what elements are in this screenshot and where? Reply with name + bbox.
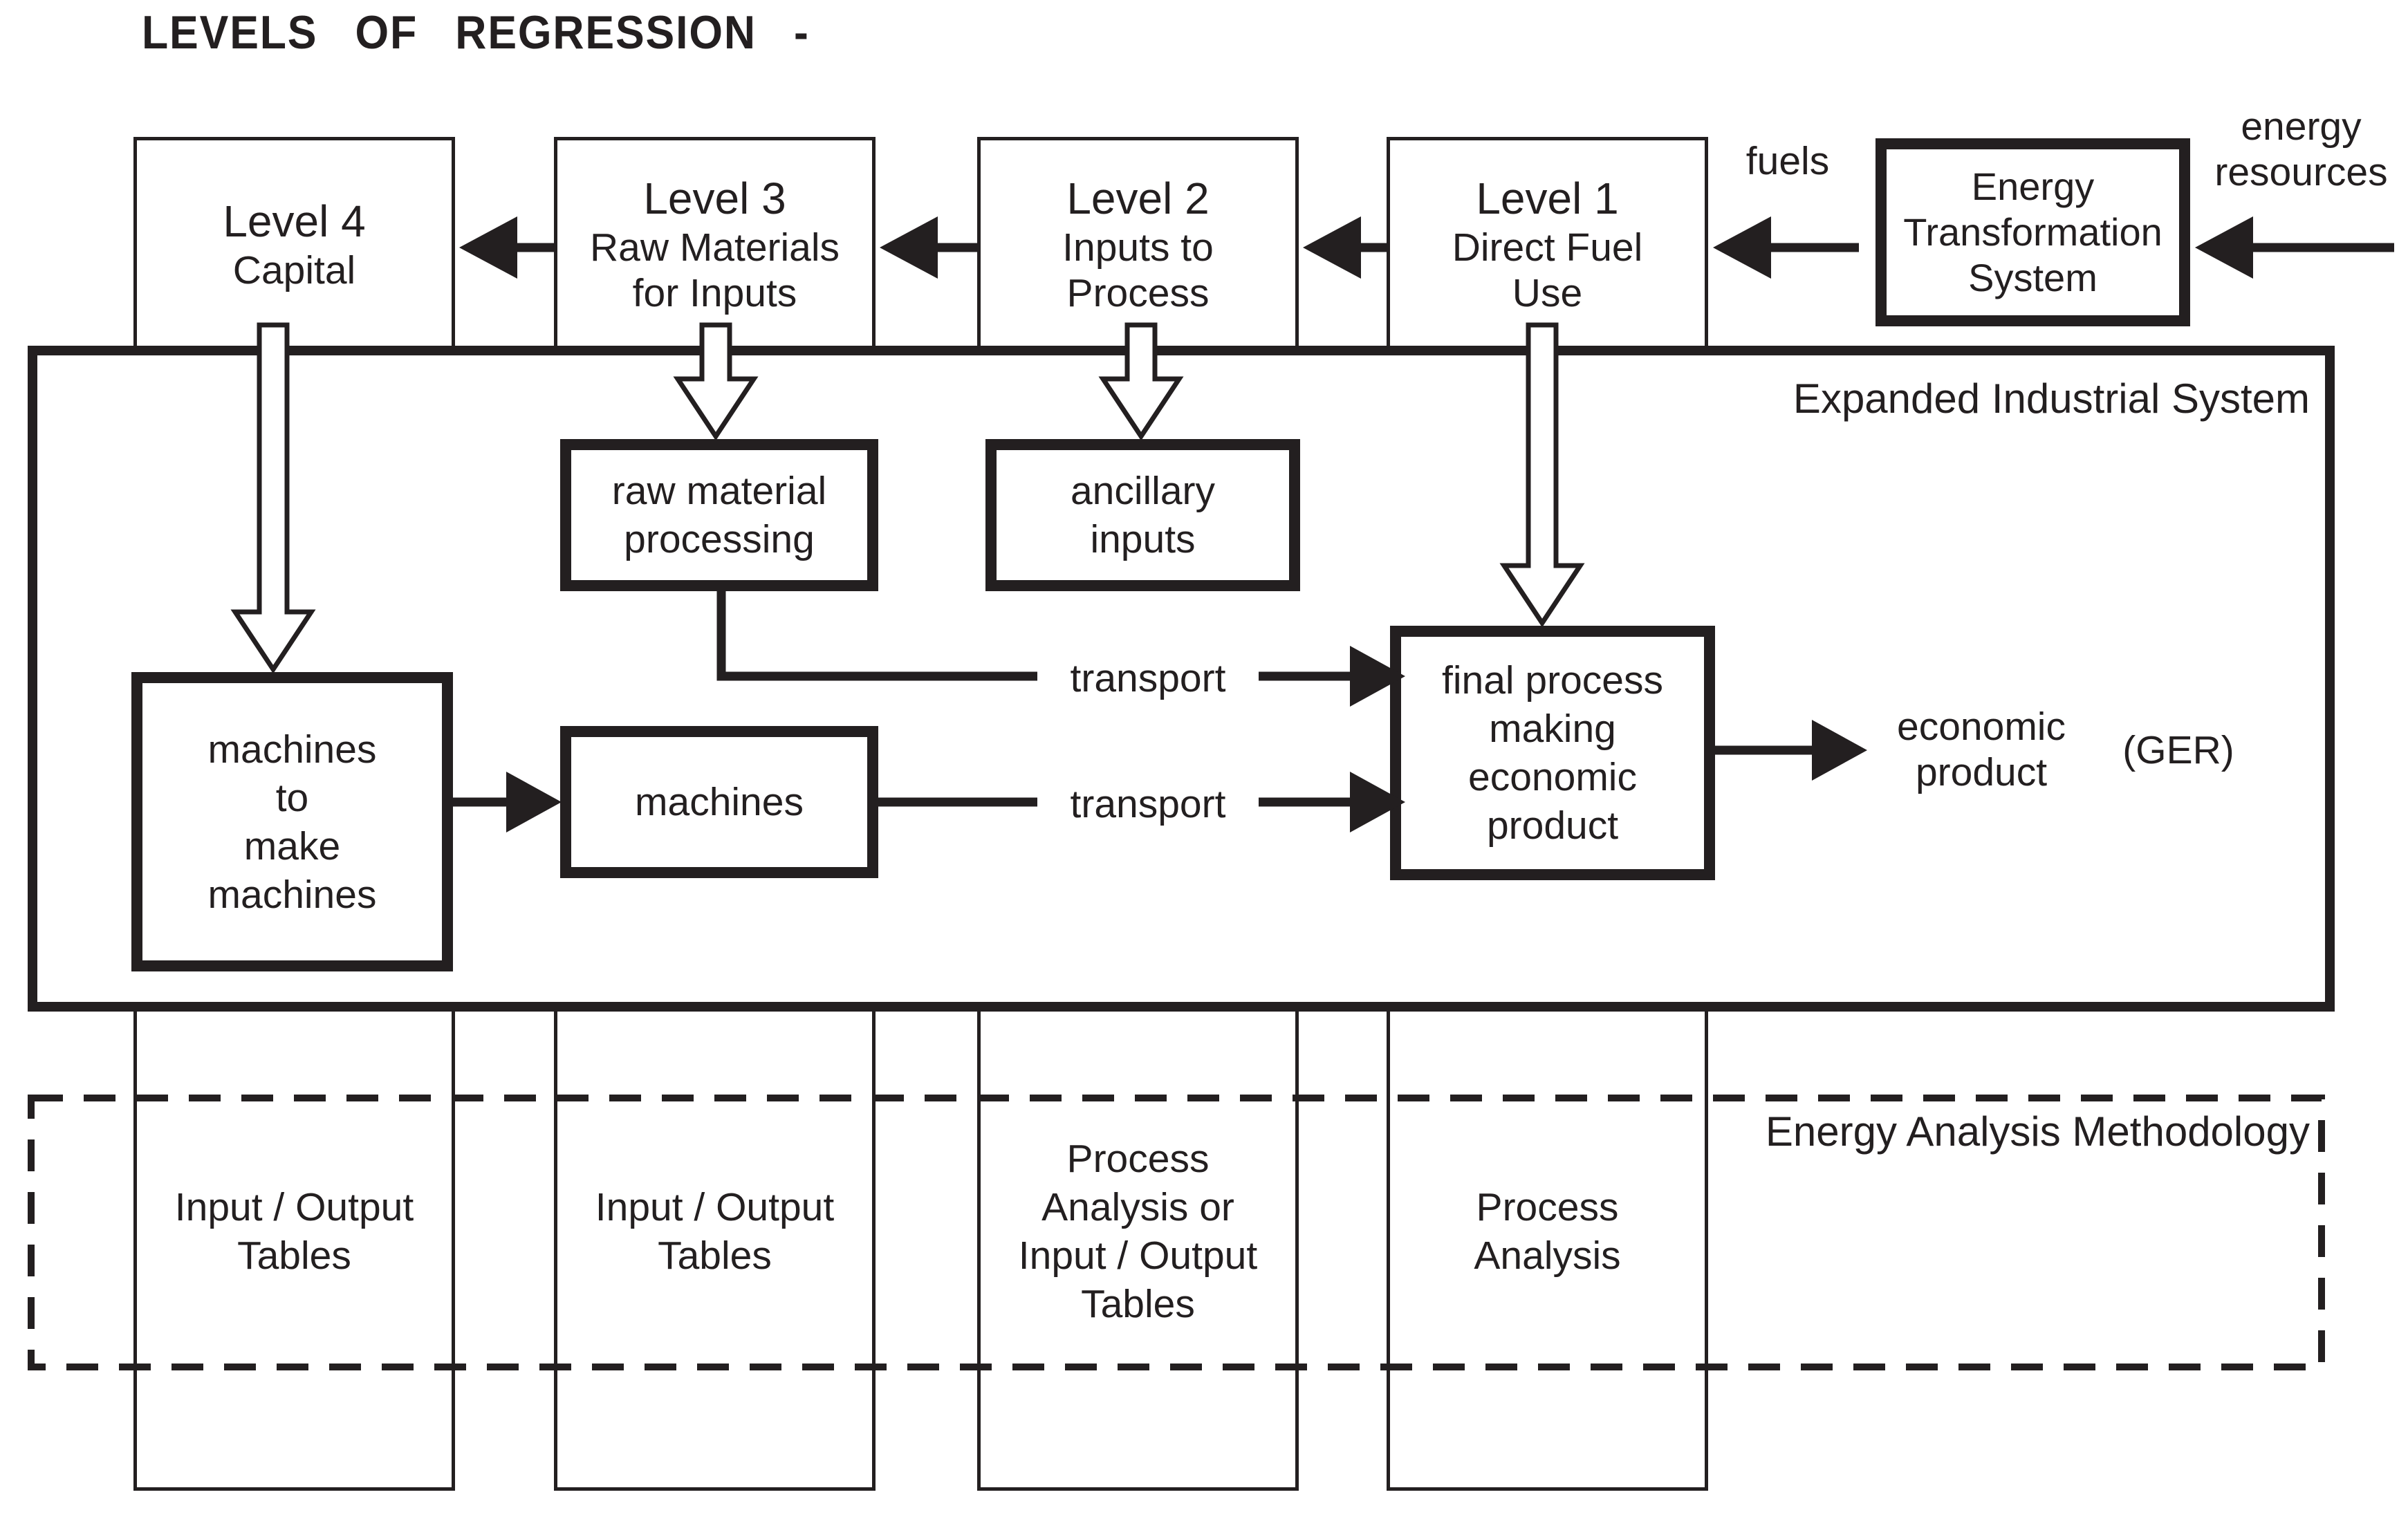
connector-raw-material-to-final-process (716, 591, 1405, 707)
level-3-subtitle: Raw Materials for Inputs (589, 225, 840, 315)
ger-label: (GER) (2122, 728, 2234, 772)
arrow-level1-down (1499, 322, 1585, 628)
arrow-level2-down (1098, 322, 1184, 441)
methodology-column-level4-label: Input / Output Tables (174, 1184, 414, 1278)
level-4-subtitle: Capital (232, 248, 356, 292)
arrow-level2-to-level3 (880, 216, 977, 279)
connector-machines-to-final-process (878, 772, 1405, 832)
level-2-title: Level 2 (1066, 174, 1210, 223)
energy-analysis-methodology-label: Energy Analysis Methodology (1765, 1108, 2310, 1155)
economic-product-label: economic product (1897, 705, 2066, 794)
energy-resources-label: energy resources (2214, 104, 2388, 194)
energy-transformation-system-box: Energy Transformation System (1876, 138, 2190, 326)
expanded-industrial-system-box (28, 346, 2335, 1012)
machines-label: machines (635, 780, 804, 824)
arrow-fuels-to-level1 (1713, 216, 1859, 279)
machines-to-make-machines-label: machines to make machines (207, 727, 377, 917)
level-4-title: Level 4 (223, 196, 366, 246)
page-title: LEVELS OF REGRESSION - (142, 6, 810, 59)
level-3-title: Level 3 (643, 174, 786, 223)
arrow-m2m-to-machines (453, 772, 562, 832)
ancillary-inputs-label: ancillary inputs (1070, 469, 1216, 561)
methodology-column-level1-label: Process Analysis (1474, 1184, 1621, 1278)
arrow-level3-down (673, 322, 759, 441)
arrow-final-process-to-economic-product (1715, 720, 1867, 781)
level-1-subtitle: Direct Fuel Use (1452, 225, 1643, 315)
methodology-column-level3-label: Input / Output Tables (595, 1184, 835, 1278)
raw-material-processing-box: raw material processing (560, 439, 878, 591)
ancillary-inputs-box: ancillary inputs (985, 439, 1300, 591)
energy-analysis-methodology-box (28, 1095, 2325, 1370)
arrow-energy-resources-to-ets (2195, 216, 2394, 279)
transport-upper-label: transport (1070, 656, 1226, 700)
level-2-subtitle: Inputs to Process (1062, 225, 1214, 315)
final-process-box: final process making economic product (1390, 626, 1715, 880)
final-process-label: final process making economic product (1442, 658, 1663, 848)
raw-material-processing-label: raw material processing (611, 469, 827, 561)
machines-to-make-machines-box: machines to make machines (131, 672, 453, 971)
arrow-level4-down (230, 322, 316, 674)
level-1-title: Level 1 (1476, 174, 1619, 223)
methodology-column-level4: Input / Output Tables (133, 1002, 455, 1491)
expanded-industrial-system-label: Expanded Industrial System (1793, 375, 2310, 422)
energy-transformation-system-label: Energy Transformation System (1903, 165, 2162, 299)
level-3-box: Level 3 Raw Materials for Inputs (554, 137, 876, 351)
methodology-column-level2-label: Process Analysis or Input / Output Table… (1018, 1136, 1258, 1326)
arrow-level1-to-level2 (1303, 216, 1387, 279)
fuels-label: fuels (1745, 139, 1830, 183)
arrow-level3-to-level4 (459, 216, 554, 279)
transport-lower-label: transport (1070, 782, 1226, 826)
machines-box: machines (560, 726, 878, 878)
